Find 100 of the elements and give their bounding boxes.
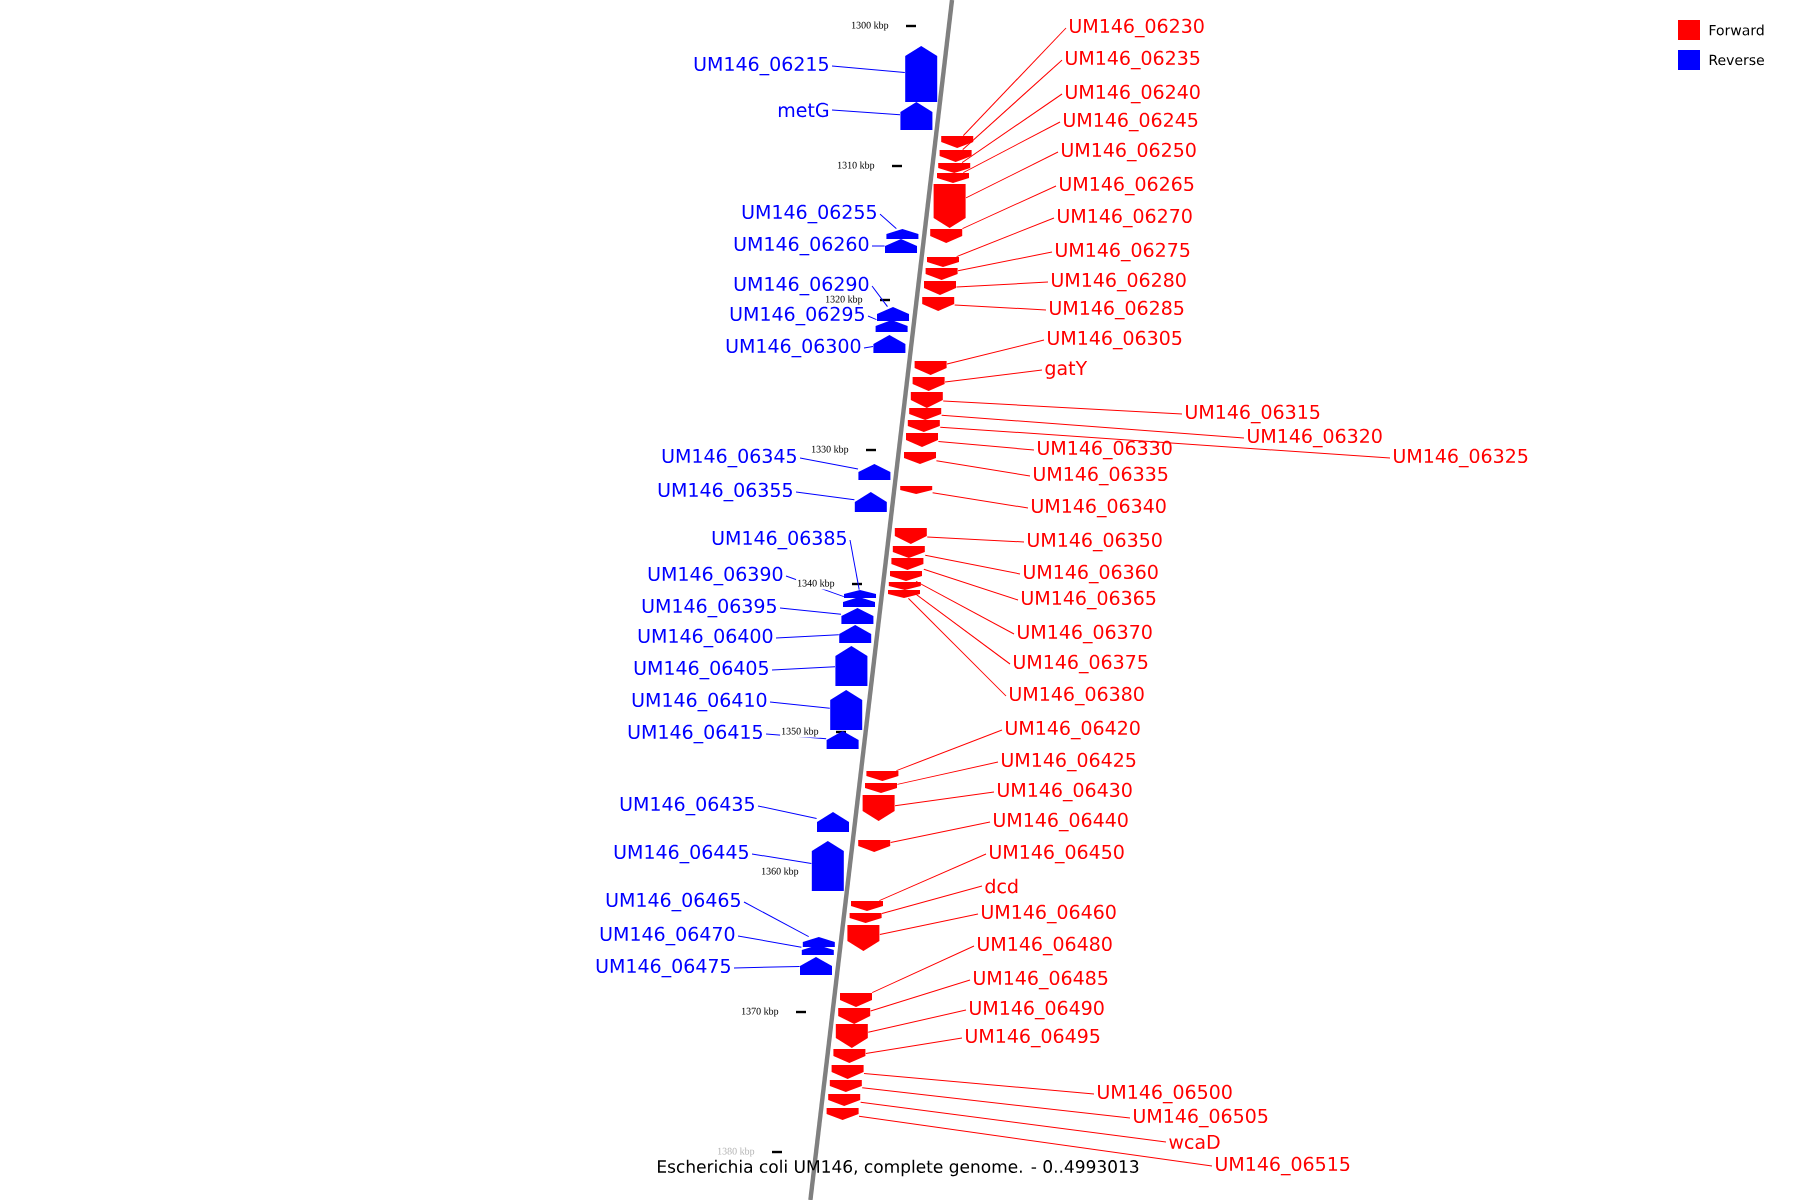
gene-label: UM146_06420 (1006, 720, 1140, 740)
gene-feature (838, 1008, 871, 1024)
gene-label: UM146_06350 (1028, 532, 1162, 552)
gene-feature (910, 392, 943, 408)
leader-line (924, 554, 1021, 575)
leader-line (867, 1009, 967, 1033)
gene-feature (922, 297, 955, 311)
gene-feature (894, 528, 927, 544)
leader-line (923, 568, 1019, 601)
leader-line (932, 492, 1029, 509)
leader-line (890, 821, 991, 844)
gene-label: metG (778, 102, 829, 118)
gene-label: UM146_06445 (614, 844, 748, 864)
gene-feature (835, 1024, 868, 1048)
gene-label: UM146_06470 (600, 926, 735, 946)
leader-line (915, 580, 1015, 635)
gene-label: UM146_06240 (1066, 84, 1200, 104)
leader-line (962, 59, 1063, 151)
gene-feature (858, 840, 891, 852)
leader-line (765, 733, 827, 740)
gene-feature (925, 268, 958, 280)
gene-feature (841, 608, 874, 624)
gene-label: UM146_06215 (694, 56, 828, 76)
leader-line (941, 414, 1245, 439)
gene-label: UM146_06410 (632, 692, 767, 712)
gene-label: UM146_06450 (990, 844, 1124, 864)
gene-feature (840, 993, 872, 1007)
gene-feature (811, 841, 844, 891)
gene-feature (844, 590, 876, 598)
leader-line (878, 853, 987, 902)
leader-line (769, 701, 831, 709)
gene-feature (800, 957, 832, 975)
gene-feature (826, 731, 859, 749)
gene-feature (906, 433, 938, 447)
gene-label: UM146_06515 (1216, 1156, 1350, 1176)
gene-label: UM146_06255 (742, 204, 876, 224)
gene-feature (831, 1065, 864, 1079)
gene-label: UM146_06430 (998, 782, 1132, 802)
gene-feature (826, 1108, 859, 1120)
gene-feature (839, 625, 872, 643)
leader-line (926, 536, 1025, 543)
gene-label: UM146_06340 (1032, 498, 1166, 518)
leader-line (871, 245, 886, 247)
gene-feature (912, 377, 945, 391)
leader-line (867, 315, 877, 321)
gene-feature (930, 229, 963, 243)
leader-line (871, 285, 888, 308)
leader-line (799, 457, 859, 470)
gene-feature (927, 257, 959, 267)
gene-feature (907, 420, 940, 432)
gene-feature (900, 102, 933, 130)
gene-label: UM146_06380 (1010, 686, 1144, 706)
leader-line (937, 441, 1035, 451)
leader-line (962, 121, 1061, 174)
leader-line (779, 607, 842, 615)
gene-feature (891, 558, 924, 570)
gene-label: wcaD (1169, 1134, 1220, 1150)
gene-feature (904, 452, 936, 464)
leader-line (775, 634, 840, 639)
leader-line (935, 460, 1031, 477)
gene-label: UM146_06270 (1058, 208, 1192, 228)
gene-feature (843, 597, 875, 607)
leader-line (961, 185, 1057, 230)
gene-feature (866, 771, 899, 781)
gene-label: UM146_06235 (1066, 50, 1200, 70)
gene-label: UM146_06425 (1002, 752, 1136, 772)
gene-label: UM146_06300 (726, 338, 861, 358)
leader-line (771, 666, 836, 671)
gene-feature (885, 239, 917, 253)
gene-label: UM146_06435 (620, 796, 754, 816)
leader-line (957, 251, 1053, 272)
gene-label: UM146_06490 (970, 1000, 1104, 1020)
gene-label: UM146_06245 (1064, 112, 1198, 132)
leader-line (879, 913, 979, 936)
gene-label: UM146_06305 (1048, 330, 1182, 350)
gene-label: UM146_06250 (1062, 142, 1196, 162)
gene-label: UM146_06375 (1014, 654, 1148, 674)
gene-feature (914, 361, 947, 375)
gene-label: UM146_06230 (1070, 18, 1204, 38)
gene-feature (828, 1094, 861, 1106)
leader-line (751, 853, 812, 864)
leader-line (965, 151, 1059, 199)
leader-line (865, 1037, 963, 1054)
leader-line (962, 27, 1067, 137)
gene-label: UM146_06275 (1056, 242, 1190, 262)
gene-label: UM146_06285 (1050, 300, 1184, 320)
leader-line (831, 109, 901, 116)
leader-line (961, 93, 1063, 164)
gene-label: UM146_06265 (1060, 176, 1194, 196)
gene-feature (858, 464, 891, 480)
leader-line (733, 965, 801, 969)
leader-line (863, 346, 874, 349)
gene-feature (888, 590, 920, 598)
gene-label: UM146_06415 (628, 724, 762, 744)
leader-line (910, 589, 1011, 665)
gene-label: UM146_06335 (1034, 466, 1168, 486)
gene-label: UM146_06440 (994, 812, 1128, 832)
gene-label: UM146_06460 (982, 904, 1116, 924)
leader-line (858, 1115, 1213, 1167)
gene-label: UM146_06260 (734, 236, 869, 256)
